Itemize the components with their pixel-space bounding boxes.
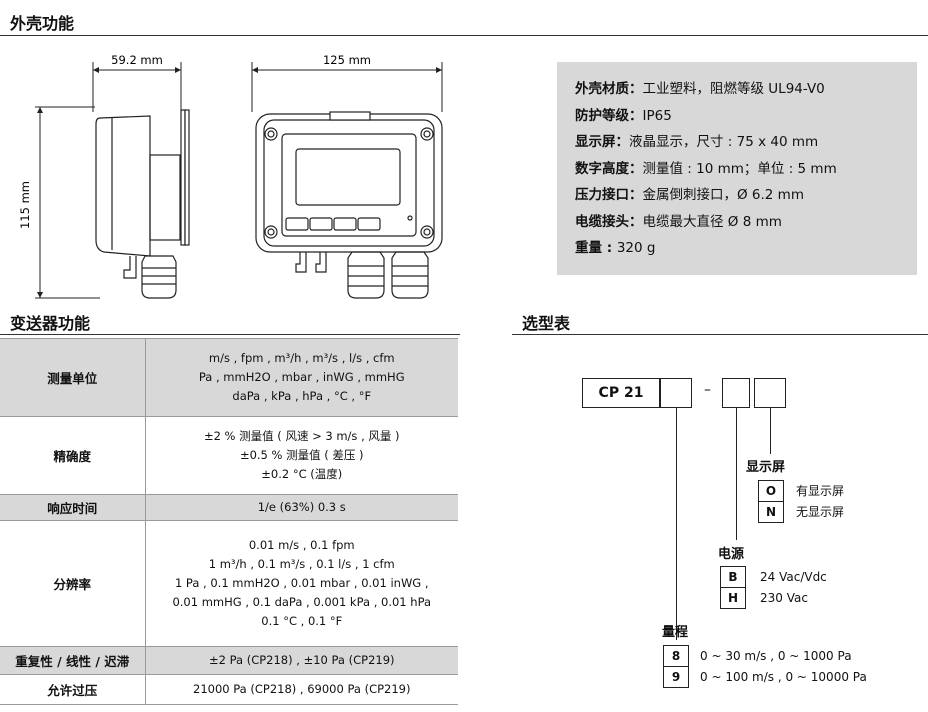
table-row: 重复性 / 线性 / 迟滞 ±2 Pa (CP218) , ±10 Pa (CP… bbox=[0, 646, 458, 675]
display-code-slot bbox=[754, 378, 786, 408]
height-dimension-label: 115 mm bbox=[18, 181, 32, 229]
spec-digit-height: 数字高度：测量值 : 10 mm；单位 : 5 mm bbox=[575, 160, 837, 177]
power-caption: 电源 bbox=[718, 547, 745, 562]
selection-section-title: 选型表 bbox=[522, 314, 571, 333]
transmitter-spec-table: 测量单位 m/s , fpm , m³/h , m³/s , l/s , cfm… bbox=[0, 338, 458, 705]
display-code-o: O bbox=[758, 480, 784, 502]
spec-pressure-connection: 压力接口：金属倒刺接口，Ø 6.2 mm bbox=[575, 187, 804, 203]
width-dimension-label: 125 mm bbox=[323, 53, 371, 67]
overpressure-label: 允许过压 bbox=[0, 674, 146, 705]
housing-spec-box: 外壳材质：工业塑料，阻燃等级 UL94-V0 防护等级：IP65 显示屏：液晶显… bbox=[557, 62, 917, 275]
housing-section-title: 外壳功能 bbox=[10, 14, 75, 33]
depth-dimension-label: 59.2 mm bbox=[111, 53, 163, 67]
selection-rule bbox=[512, 334, 928, 335]
display-text-o: 有显示屏 bbox=[796, 484, 845, 498]
front-view bbox=[255, 111, 443, 299]
units-label: 测量单位 bbox=[0, 338, 146, 417]
transmitter-rule bbox=[0, 334, 460, 335]
range-code-slot bbox=[660, 378, 692, 408]
resolution-label: 分辨率 bbox=[0, 520, 146, 647]
power-code-h: H bbox=[720, 587, 746, 609]
spec-material: 外壳材质：工业塑料，阻燃等级 UL94-V0 bbox=[575, 81, 825, 97]
table-row: 测量单位 m/s , fpm , m³/h , m³/s , l/s , cfm… bbox=[0, 338, 458, 417]
range-text-8: 0 ~ 30 m/s , 0 ~ 1000 Pa bbox=[700, 649, 852, 663]
power-connector-line bbox=[736, 408, 737, 540]
table-row: 分辨率 0.01 m/s , 0.1 fpm 1 m³/h , 0.1 m³/s… bbox=[0, 520, 458, 647]
code-dash: – bbox=[704, 382, 711, 398]
accuracy-value: ±2 % 测量值 ( 风速 > 3 m/s , 风量 ) ±0.5 % 测量值 … bbox=[145, 416, 458, 495]
dimension-drawing: 59.2 mm 125 mm 115 mm bbox=[18, 53, 443, 299]
response-value: 1/e (63%) 0.3 s bbox=[145, 494, 458, 521]
range-text-9: 0 ~ 100 m/s , 0 ~ 10000 Pa bbox=[700, 670, 867, 684]
display-text-n: 无显示屏 bbox=[796, 505, 845, 519]
power-code-slot bbox=[722, 378, 750, 408]
table-row: 精确度 ±2 % 测量值 ( 风速 > 3 m/s , 风量 ) ±0.5 % … bbox=[0, 416, 458, 495]
response-label: 响应时间 bbox=[0, 494, 146, 521]
units-value: m/s , fpm , m³/h , m³/s , l/s , cfm Pa ,… bbox=[145, 338, 458, 417]
spec-protection: 防护等级：IP65 bbox=[575, 107, 672, 124]
side-view bbox=[95, 109, 190, 299]
power-code-b: B bbox=[720, 566, 746, 588]
transmitter-section-title: 变送器功能 bbox=[10, 314, 91, 333]
table-row: 响应时间 1/e (63%) 0.3 s bbox=[0, 494, 458, 521]
range-connector-line bbox=[676, 408, 677, 640]
accuracy-label: 精确度 bbox=[0, 416, 146, 495]
spec-weight: 重量 : 320 g bbox=[575, 240, 656, 256]
display-connector-line bbox=[770, 408, 771, 454]
spec-display: 显示屏：液晶显示，尺寸 : 75 x 40 mm bbox=[575, 134, 819, 150]
range-code-9: 9 bbox=[663, 666, 689, 688]
model-code-box: CP 21 bbox=[582, 378, 660, 408]
display-code-n: N bbox=[758, 501, 784, 523]
display-caption: 显示屏 bbox=[746, 460, 786, 475]
range-code-8: 8 bbox=[663, 645, 689, 667]
range-caption: 量程 bbox=[662, 625, 689, 640]
resolution-value: 0.01 m/s , 0.1 fpm 1 m³/h , 0.1 m³/s , 0… bbox=[145, 520, 458, 647]
spec-cable-gland: 电缆接头：电缆最大直径 Ø 8 mm bbox=[575, 213, 782, 230]
overpressure-value: 21000 Pa (CP218) , 69000 Pa (CP219) bbox=[145, 674, 458, 705]
housing-rule bbox=[0, 35, 928, 36]
table-row: 允许过压 21000 Pa (CP218) , 69000 Pa (CP219) bbox=[0, 674, 458, 705]
repeatability-label: 重复性 / 线性 / 迟滞 bbox=[0, 646, 146, 675]
power-text-b: 24 Vac/Vdc bbox=[760, 570, 827, 584]
power-text-h: 230 Vac bbox=[760, 591, 808, 605]
repeatability-value: ±2 Pa (CP218) , ±10 Pa (CP219) bbox=[145, 646, 458, 675]
